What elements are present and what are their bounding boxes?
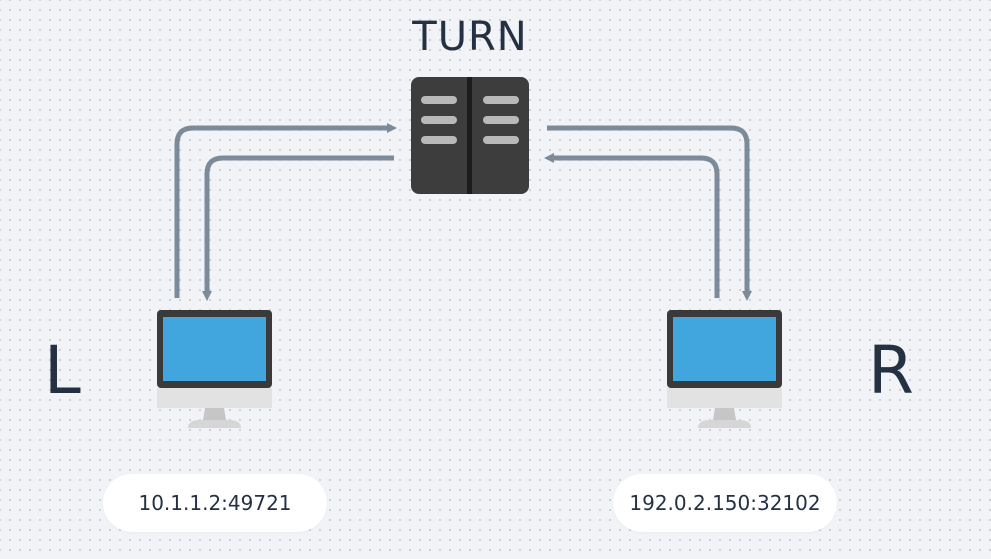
right-address-badge: 192.0.2.150:32102	[613, 474, 837, 532]
arrow-server-to-left	[202, 155, 394, 301]
right-address-text: 192.0.2.150:32102	[629, 491, 821, 515]
server-icon	[411, 77, 529, 194]
server-label: TURN	[412, 14, 528, 60]
right-peer-label: R	[868, 332, 914, 409]
arrow-right-to-server	[544, 153, 720, 298]
left-computer-icon	[157, 310, 272, 428]
left-peer-label: L	[44, 332, 81, 409]
arrow-left-to-server	[174, 123, 397, 298]
right-computer-icon	[667, 310, 782, 428]
arrow-server-to-right	[547, 125, 752, 301]
left-address-badge: 10.1.1.2:49721	[103, 474, 327, 532]
left-address-text: 10.1.1.2:49721	[138, 491, 292, 515]
